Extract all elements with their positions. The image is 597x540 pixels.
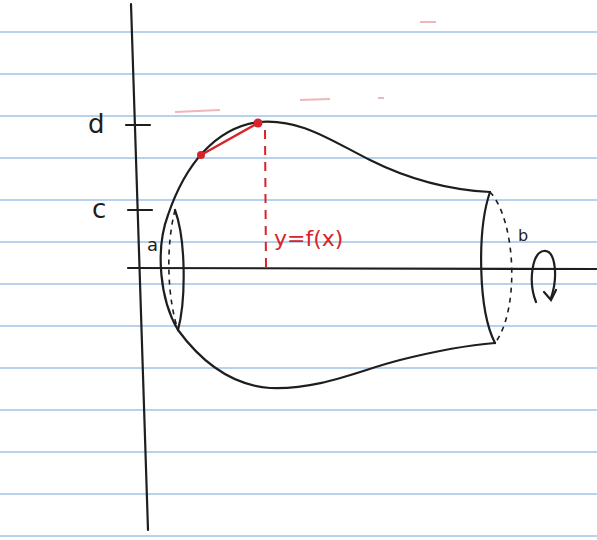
left-end-back xyxy=(169,210,178,330)
c-tick xyxy=(128,209,152,211)
height-dashes xyxy=(265,130,266,268)
d-tick xyxy=(126,124,150,126)
x-axis xyxy=(128,268,597,269)
tick-label: d xyxy=(88,111,105,137)
rotation-arrow-head xyxy=(544,290,556,300)
radius-line xyxy=(201,123,258,155)
right-end-back xyxy=(490,192,512,343)
tick-label: c xyxy=(92,196,106,222)
top-curve xyxy=(161,122,490,330)
radius-dot xyxy=(254,119,263,128)
rotation-arrow xyxy=(532,251,555,302)
paper-rule-lines xyxy=(0,32,597,536)
hidden-outline xyxy=(169,192,512,343)
radius-dot xyxy=(197,151,205,159)
right-end-front xyxy=(481,192,495,343)
bound-label: b xyxy=(518,228,528,244)
faint-marks xyxy=(175,22,436,112)
left-end-front xyxy=(175,210,184,330)
solid-outline xyxy=(161,122,556,389)
radius-marks xyxy=(175,22,436,268)
axes xyxy=(126,4,597,530)
bound-label: a xyxy=(147,236,158,254)
function-label: y=f(x) xyxy=(274,228,343,250)
bottom-curve xyxy=(178,330,495,388)
